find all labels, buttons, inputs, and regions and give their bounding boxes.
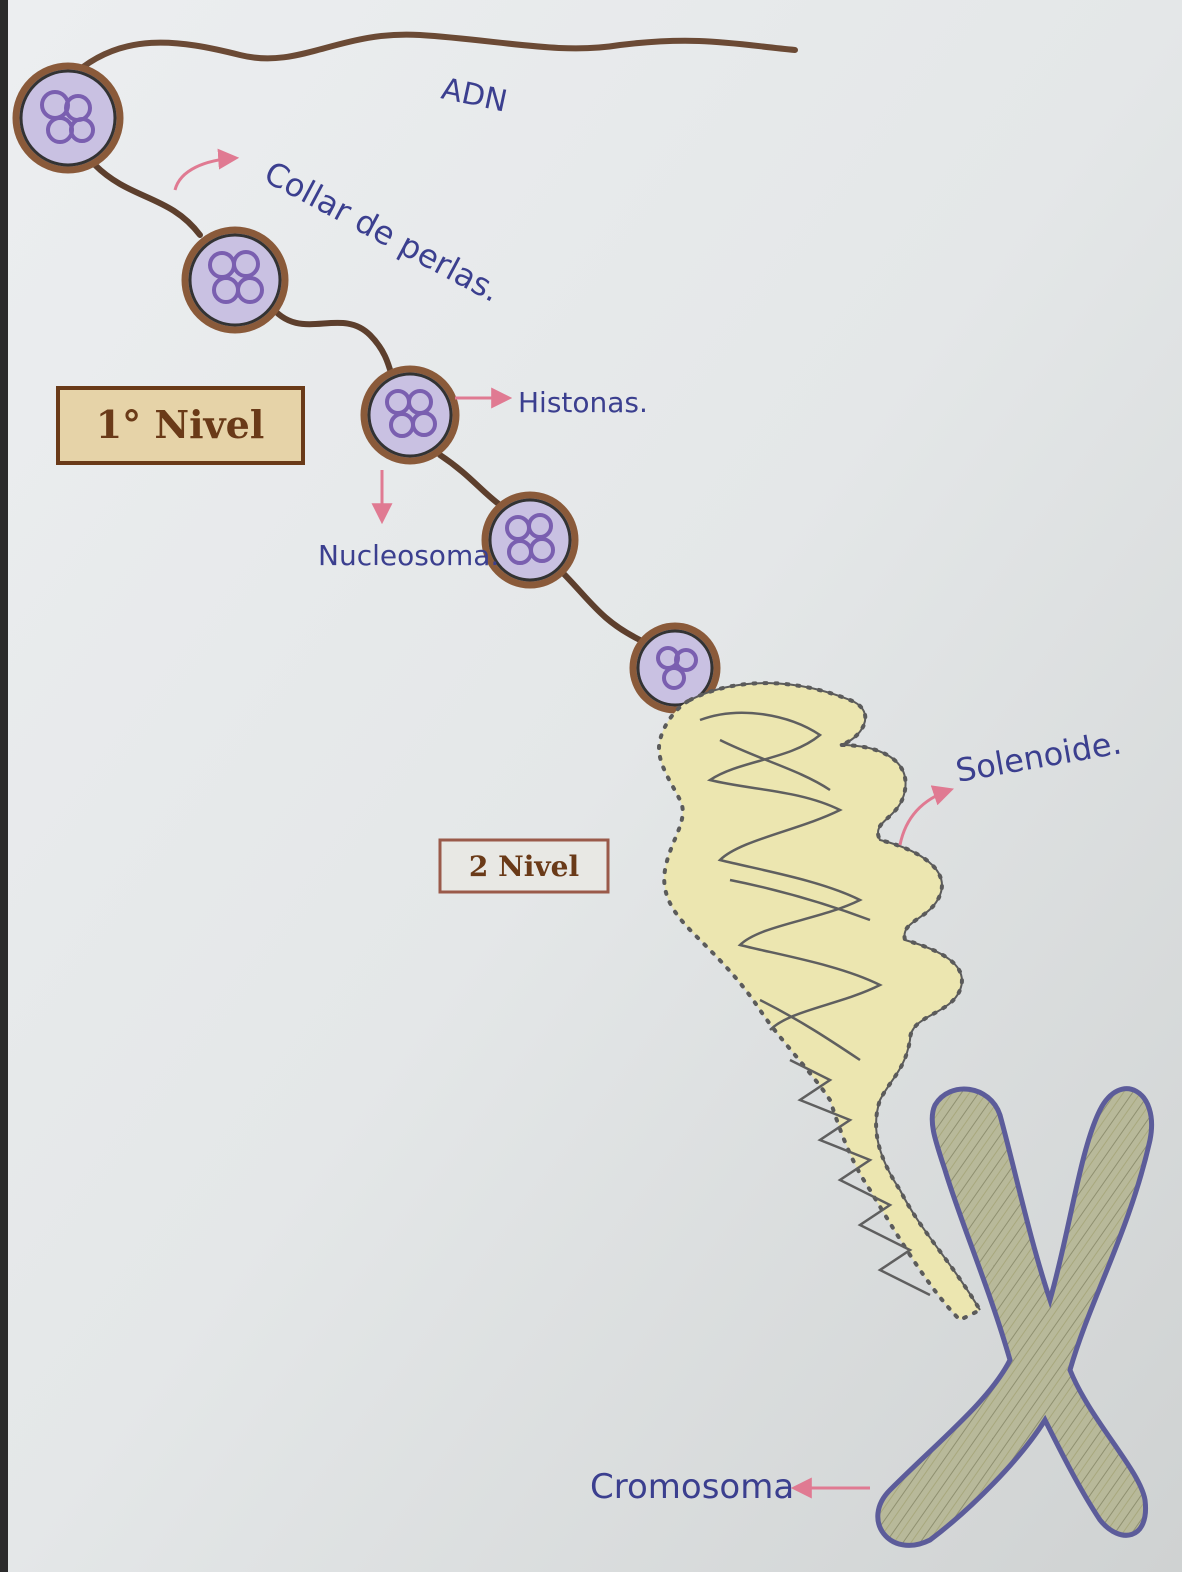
nucleosome-1 [16, 66, 120, 170]
level-1-box: 1° Nivel [58, 388, 303, 463]
nucleosome-3 [364, 369, 456, 461]
label-cromosoma: Cromosoma [590, 1467, 794, 1507]
label-nucleosoma: Nucleosoma. [318, 539, 499, 572]
label-histonas: Histonas. [518, 386, 648, 419]
nucleosome-2 [185, 230, 285, 330]
level-2-box: 2 Nivel [440, 840, 608, 892]
level-1-text: 1° Nivel [96, 402, 265, 447]
left-edge [0, 0, 8, 1572]
level-2-text: 2 Nivel [469, 850, 579, 883]
